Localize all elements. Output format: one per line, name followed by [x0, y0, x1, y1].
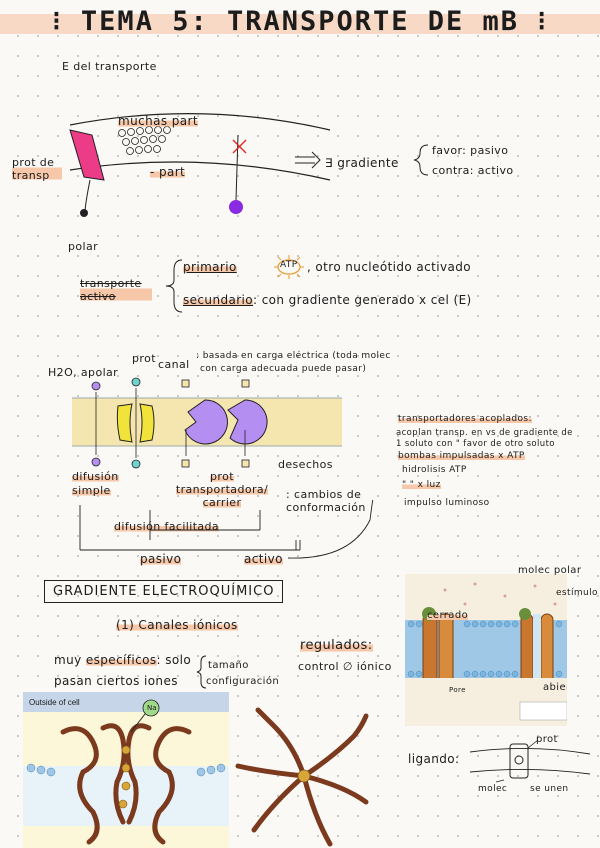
- tamano-label: tamaño: [208, 660, 249, 671]
- title-deco-right: ⁝: [537, 6, 548, 37]
- coupled-desc-1: acoplan transp. en vs de gradiente de: [396, 428, 573, 438]
- desechos-label: desechos: [278, 458, 333, 471]
- difusion-simple-text: difusión simple: [72, 470, 119, 497]
- abierto-label: abierto: [543, 682, 567, 693]
- solo-label: : solo: [157, 653, 192, 667]
- ion-channel-figure: Pore cerrado abierto: [405, 574, 567, 726]
- se-unen-label: se unen: [530, 784, 569, 794]
- difusion-simple-label: difusión simple: [72, 470, 132, 498]
- atp-label: ATP: [280, 260, 298, 270]
- molec-polar-label: molec polar: [518, 565, 581, 576]
- coupled-title: transportadores acoplados:: [398, 414, 532, 424]
- contra-label: contra: activo: [432, 164, 514, 177]
- active-transport-label: transporte activo: [80, 277, 152, 303]
- many-particles-label: muchas part: [118, 114, 198, 128]
- secondary-rest: : con gradiente generado x cel (E): [253, 293, 472, 307]
- favor-label: favor: pasivo: [432, 144, 508, 157]
- pore-label: Pore: [449, 686, 466, 694]
- category-brackets: [60, 500, 400, 570]
- coupled-desc-2: 1 soluto con " favor de otro soluto: [396, 439, 555, 449]
- configuracion-label: configuración: [206, 676, 279, 687]
- purple-particle: [229, 200, 243, 214]
- transport-protein-label: prot de transp: [12, 156, 62, 182]
- canales-label: (1) Canales iónicos: [116, 618, 238, 632]
- channel-top-view: [234, 706, 374, 848]
- pumps-label: bombas impulsadas x ATP: [398, 451, 525, 461]
- title-text: TEMA 5: TRANSPORTE DE mB: [81, 6, 519, 37]
- ligand-prot-label: prot: [536, 734, 558, 745]
- luz-label: " " x luz: [402, 480, 441, 490]
- secondary-label: secundario: [183, 293, 253, 307]
- na-channel-figure: Outside of cell Na: [23, 692, 229, 848]
- impulso-label: impulso luminoso: [404, 498, 490, 508]
- pasivo-label: pasivo: [140, 552, 181, 566]
- ligand-molec-label: molec: [478, 784, 507, 794]
- na-label: Na: [147, 704, 157, 712]
- open-channel: [519, 608, 553, 684]
- canal-desc-1: : basada en carga eléctrica (toda molec: [196, 351, 391, 361]
- atp-sun-icon: ATP: [274, 256, 304, 278]
- gradient-label: ∃ gradiente: [325, 156, 399, 170]
- ligand-diagram: [470, 730, 590, 790]
- few-particles-label: - part: [150, 165, 185, 179]
- particle-cluster: [119, 127, 171, 155]
- pasan-label: pasan ciertos iones: [54, 674, 178, 688]
- activo-label: activo: [244, 552, 283, 566]
- hidrolisis-label: hidrolisis ATP: [402, 465, 467, 475]
- control-label: control ∅ iónico: [298, 660, 392, 673]
- cerrado-label: cerrado: [427, 610, 468, 621]
- outside-of-cell-label: Outside of cell: [29, 698, 80, 707]
- estimulo-label: estímulo: [556, 588, 598, 598]
- polar-label: polar: [68, 240, 98, 253]
- especificos-label: específicos: [86, 653, 157, 667]
- polar-dot: [80, 209, 88, 217]
- ligando-label: ligando:: [408, 752, 459, 766]
- regulados-label: regulados:: [300, 638, 373, 653]
- title-deco-left: ⁝: [52, 6, 63, 37]
- page-title: ⁝ TEMA 5: TRANSPORTE DE mB ⁝: [0, 6, 600, 37]
- primary-label: primario: [183, 260, 237, 274]
- energy-note: E del transporte: [62, 60, 157, 73]
- primary-rest: , otro nucleótido activado: [307, 260, 471, 274]
- electrochemical-title: GRADIENTE ELECTROQUÍMICO: [44, 580, 283, 603]
- transport-protein-shape: [70, 130, 104, 180]
- prot-label: prot: [132, 352, 156, 365]
- muy-label: muy: [54, 653, 82, 667]
